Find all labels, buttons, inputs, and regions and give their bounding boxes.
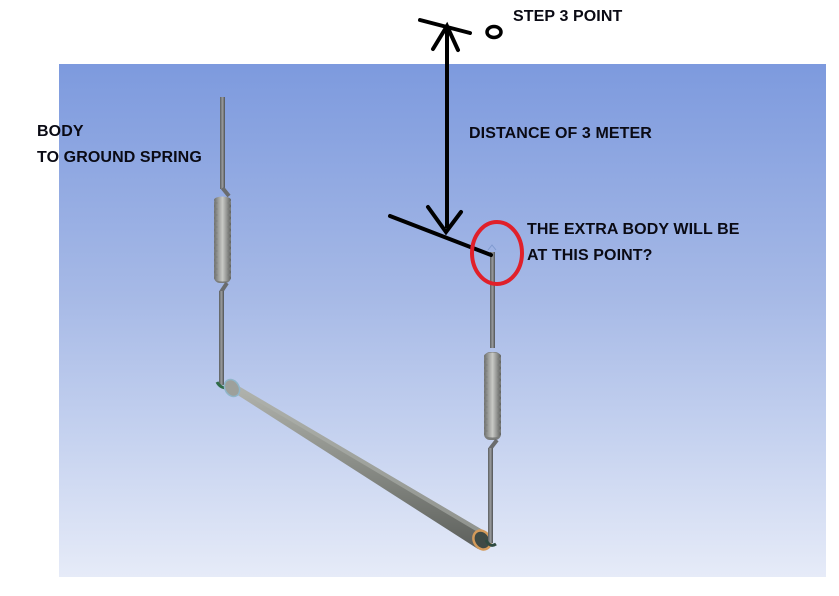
cylinder-body[interactable] — [221, 377, 494, 553]
step3-point-icon — [485, 24, 503, 40]
body-to-ground-label: BODY TO GROUND SPRING — [37, 119, 202, 171]
body-label-line2: TO GROUND SPRING — [37, 149, 202, 166]
body-label-line1: BODY — [37, 123, 84, 140]
step3-point-label: STEP 3 POINT — [513, 8, 623, 25]
right-spring-assembly[interactable] — [484, 244, 501, 547]
highlight-circle-icon — [470, 220, 524, 286]
arrow-down-icon — [426, 205, 463, 236]
right-lower-rod — [488, 448, 493, 543]
distance-label: DISTANCE OF 3 METER — [469, 125, 652, 142]
right-joint-marker — [484, 539, 497, 547]
right-upper-rod — [490, 252, 495, 348]
top-point-marker-icon — [487, 244, 497, 251]
left-spring-assembly[interactable] — [214, 97, 231, 390]
left-spring-coil — [214, 196, 231, 283]
extra-body-label-line2: AT THIS POINT? — [527, 247, 653, 264]
right-spring-coil — [484, 352, 501, 440]
left-upper-rod — [220, 97, 225, 189]
extra-body-label-line1: THE EXTRA BODY WILL BE — [527, 221, 740, 238]
cylinder-left-end — [223, 378, 241, 398]
extra-body-label: THE EXTRA BODY WILL BE AT THIS POINT? — [527, 217, 740, 269]
3d-viewport[interactable] — [59, 64, 826, 577]
left-lower-rod — [219, 291, 224, 385]
markup-annotations — [388, 18, 524, 286]
